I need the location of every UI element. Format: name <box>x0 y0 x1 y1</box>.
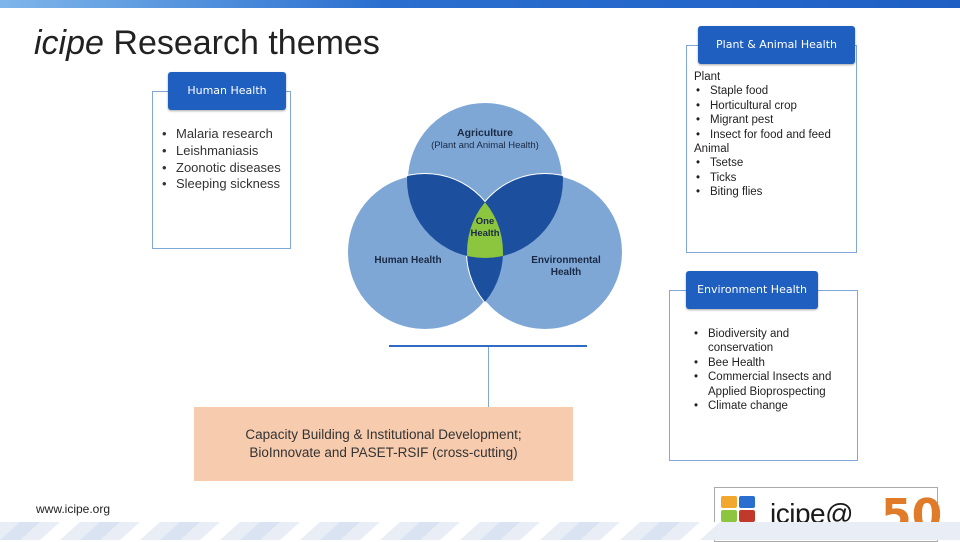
human-health-label: Human Health <box>374 255 441 266</box>
list-item: Staple food <box>694 84 854 99</box>
one-health-label: One <box>476 216 494 227</box>
capacity-building-box: Capacity Building & Institutional Develo… <box>194 407 573 481</box>
page-title: icipe Research themes <box>34 24 380 62</box>
website-url[interactable]: www.icipe.org <box>36 502 111 516</box>
human-health-list: Malaria research Leishmaniasis Zoonotic … <box>160 126 300 193</box>
animal-heading: Animal <box>694 143 730 156</box>
strip-pattern <box>0 522 720 540</box>
connector-vertical <box>488 347 489 407</box>
list-item: Tsetse <box>694 156 854 171</box>
list-item: Migrant pest <box>694 113 854 128</box>
connector-horizontal <box>389 345 587 347</box>
environment-health-list: Biodiversity and conservation Bee Health… <box>692 327 852 414</box>
environmental-label-2: Health <box>551 267 582 278</box>
list-item: Climate change <box>692 399 852 414</box>
list-item: Bee Health <box>692 356 852 371</box>
plant-animal-health-tab: Plant & Animal Health <box>698 26 855 64</box>
top-color-bar <box>0 0 960 8</box>
one-health-venn-diagram: Agriculture (Plant and Animal Health) Hu… <box>346 101 624 331</box>
list-item: Biting flies <box>694 185 854 200</box>
list-item: Ticks <box>694 171 854 186</box>
agriculture-sublabel: (Plant and Animal Health) <box>431 140 539 151</box>
list-item: Malaria research <box>160 126 300 143</box>
human-health-tab: Human Health <box>168 72 286 110</box>
list-item: Commercial Insects and Applied Bioprospe… <box>692 370 852 399</box>
list-item: Insect for food and feed <box>694 128 854 143</box>
plant-heading: Plant <box>694 71 721 83</box>
list-item: Leishmaniasis <box>160 143 300 160</box>
list-item: Horticultural crop <box>694 99 854 114</box>
one-health-label-2: Health <box>470 228 499 239</box>
plant-animal-text: Plant Staple food Horticultural crop Mig… <box>694 70 854 200</box>
environmental-label: Environmental <box>531 255 601 266</box>
plant-animal-panel <box>686 45 857 253</box>
decorative-bottom-strip <box>0 522 960 540</box>
list-item: Zoonotic diseases <box>160 160 300 177</box>
list-item: Biodiversity and conservation <box>692 327 852 356</box>
list-item: Sleeping sickness <box>160 176 300 193</box>
environment-health-tab: Environment Health <box>686 271 818 309</box>
agriculture-label: Agriculture <box>457 127 513 139</box>
